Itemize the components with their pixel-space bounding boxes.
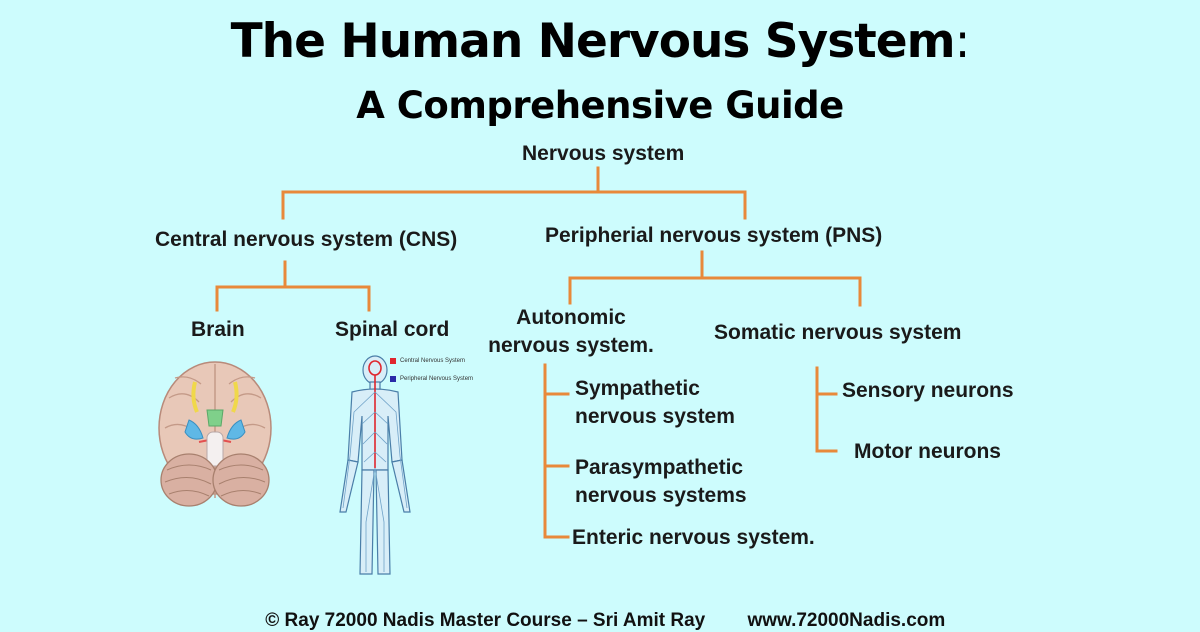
title-main: The Human Nervous System (230, 14, 956, 69)
footer-url: www.72000Nadis.com (747, 610, 946, 631)
legend-swatch-pns (390, 376, 396, 382)
legend-swatch-cns (390, 358, 396, 364)
node-somatic: Somatic nervous system (714, 321, 962, 344)
title-colon: : (954, 14, 971, 69)
node-cns: Central nervous system (CNS) (155, 228, 458, 251)
page-title: The Human Nervous System: (0, 14, 1200, 69)
brain-illustration (158, 361, 272, 507)
body-nervous-illustration (339, 355, 411, 575)
node-parasympathetic: Parasympathetic nervous systems (575, 454, 747, 510)
node-autonomic-line1: Autonomic (516, 306, 626, 329)
node-parasympathetic-line1: Parasympathetic (575, 456, 744, 479)
legend-item-cns: Central Nervous System (390, 358, 473, 364)
node-parasympathetic-line2: nervous systems (575, 484, 747, 507)
node-autonomic-line2: nervous system. (488, 334, 654, 357)
node-enteric: Enteric nervous system. (572, 526, 815, 549)
footer-credit: © Ray 72000 Nadis Master Course – Sri Am… (265, 610, 706, 631)
node-sympathetic: Sympathetic nervous system (575, 375, 735, 431)
node-brain: Brain (191, 318, 245, 341)
node-motor-neurons: Motor neurons (854, 440, 1001, 463)
node-autonomic: Autonomic nervous system. (478, 304, 664, 360)
body-legend: Central Nervous System Peripheral Nervou… (390, 358, 473, 382)
node-sympathetic-line1: Sympathetic (575, 377, 700, 400)
legend-label-cns: Central Nervous System (400, 358, 466, 364)
node-pns: Peripherial nervous system (PNS) (545, 224, 883, 247)
node-sensory-neurons: Sensory neurons (842, 379, 1014, 402)
footer: © Ray 72000 Nadis Master Course – Sri Am… (0, 588, 1200, 632)
legend-label-pns: Peripheral Nervous System (400, 376, 474, 382)
node-nervous-system: Nervous system (522, 142, 685, 165)
node-spinal-cord: Spinal cord (335, 318, 450, 341)
legend-item-pns: Peripheral Nervous System (390, 376, 473, 382)
node-sympathetic-line2: nervous system (575, 405, 735, 428)
page-subtitle: A Comprehensive Guide (356, 84, 844, 127)
